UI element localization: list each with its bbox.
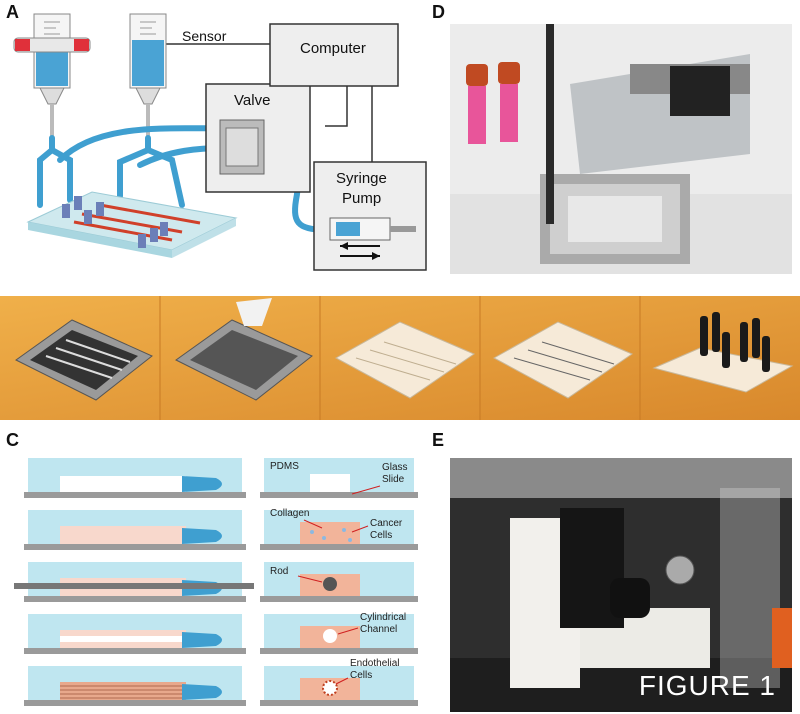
figure-label: FIGURE 1 xyxy=(638,670,776,701)
cancer-cells-label: Cells xyxy=(370,530,393,541)
sensor-label: Sensor xyxy=(182,28,227,44)
endothelial-label: Endothelial xyxy=(350,658,400,669)
computer-label: Computer xyxy=(300,40,366,57)
panel-letter-a: A xyxy=(6,2,19,22)
panel-letter-c: C xyxy=(6,430,19,450)
syringe-label: Syringe xyxy=(336,170,387,187)
pdms-label: PDMS xyxy=(270,461,299,472)
cancer-label: Cancer xyxy=(370,518,403,529)
fabrication-schematic xyxy=(14,458,418,706)
panel-letter-e: E xyxy=(432,430,445,450)
cylindrical-label: Cylindrical xyxy=(360,612,407,623)
microfluidic-setup-diagram xyxy=(13,13,427,271)
endothelial-cells-label: Cells xyxy=(350,670,373,681)
photo-microscope-stage: FIGURE 1 xyxy=(450,458,792,712)
slide-label: Slide xyxy=(382,474,405,485)
rod-label: Rod xyxy=(270,566,289,577)
photo-strip-fabrication-steps xyxy=(0,296,800,420)
panel-letter-d: D xyxy=(432,2,445,22)
photo-syringe-pump-setup xyxy=(450,24,792,274)
channel-label: Channel xyxy=(360,624,398,635)
collagen-label: Collagen xyxy=(270,508,310,519)
glass-label: Glass xyxy=(382,462,408,473)
valve-label: Valve xyxy=(234,92,271,109)
pump-label: Pump xyxy=(342,190,382,207)
